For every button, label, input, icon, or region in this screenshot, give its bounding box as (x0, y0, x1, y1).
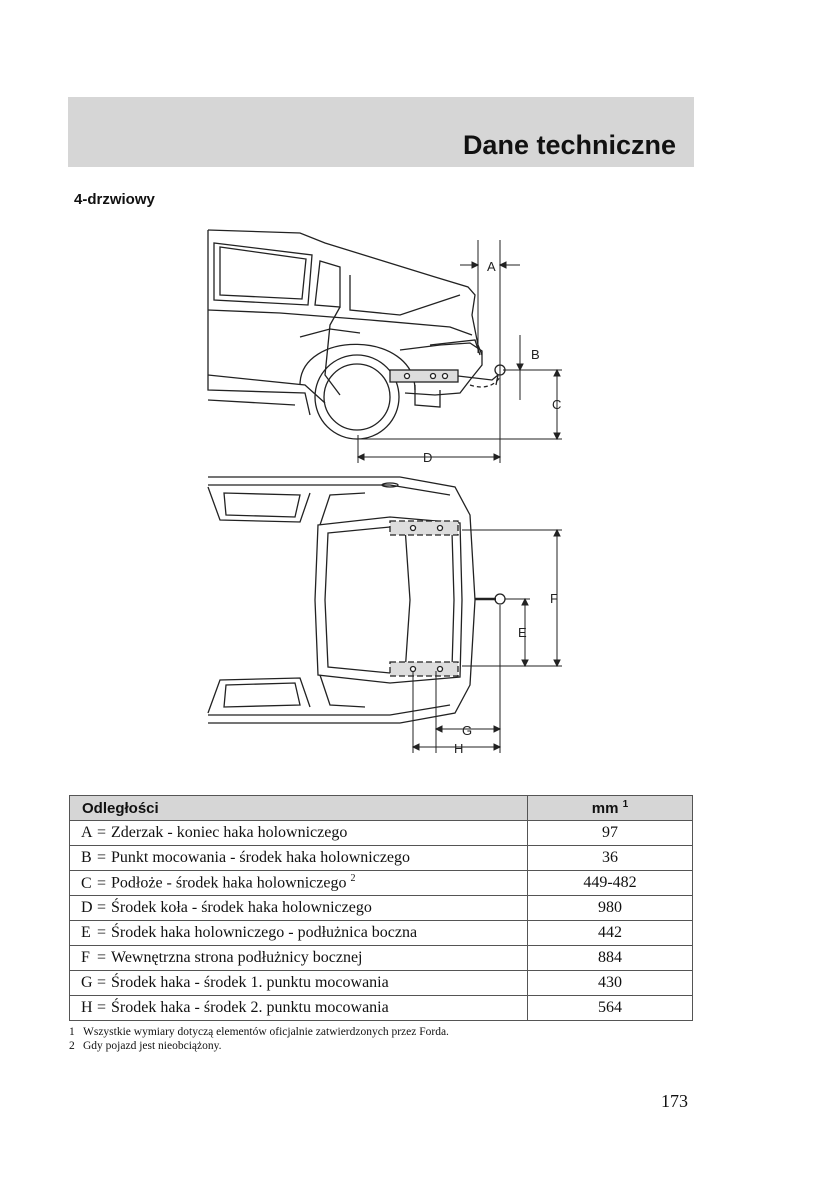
dimensions-side: A B C D (356, 240, 562, 465)
label-A: A (487, 259, 496, 274)
row-label: Punkt mocowania - środek haka holownicze… (111, 849, 411, 866)
label-H: H (454, 741, 463, 756)
page-title: Dane techniczne (462, 130, 676, 160)
label-D: D (423, 450, 432, 465)
tow-hook-diagram: A B C D (207, 229, 562, 756)
column-header-distances: Odległości (69, 795, 528, 821)
row-footnote-ref: 2 (350, 873, 356, 885)
dimensions-top: F E G H (411, 528, 562, 756)
row-value: 564 (527, 995, 693, 1021)
row-value: 980 (527, 895, 693, 921)
table-row: C =Podłoże - środek haka holowniczego 2 4… (69, 870, 693, 896)
label-F: F (550, 591, 558, 606)
row-key: B (81, 849, 92, 866)
tow-bar-side (389, 364, 506, 388)
row-label: Środek haka - środek 2. punktu mocowania (111, 999, 389, 1016)
row-value: 442 (527, 920, 693, 946)
row-eq: = (97, 924, 107, 941)
row-eq: = (97, 849, 107, 866)
table-row: A=Zderzak - koniec haka holowniczego 97 (69, 820, 693, 846)
row-label: Środek haka - środek 1. punktu mocowania (111, 974, 389, 991)
row-label: Środek haka holowniczego - podłużnica bo… (111, 924, 418, 941)
column-header-mm: mm 1 (527, 795, 693, 821)
table-row: E =Środek haka holowniczego - podłużnica … (69, 920, 693, 946)
distance-table: Odległości mm 1 A=Zderzak - koniec haka … (69, 795, 693, 1021)
row-label: Zderzak - koniec haka holowniczego (111, 824, 348, 841)
row-value: 884 (527, 945, 693, 971)
row-label: Środek koła - środek haka holowniczego (111, 899, 372, 916)
table-row: H=Środek haka - środek 2. punktu mocowan… (69, 995, 693, 1021)
row-value: 430 (527, 970, 693, 996)
row-value: 36 (527, 845, 693, 871)
row-key: C (81, 874, 92, 892)
row-eq: = (97, 974, 107, 991)
column-header-mm-sup: 1 (622, 799, 629, 810)
page-number: 173 (661, 1091, 688, 1111)
label-C: C (552, 397, 561, 412)
row-key: A (81, 824, 93, 841)
section-title: 4-drzwiowy (74, 191, 155, 208)
row-eq: = (97, 874, 107, 892)
footnotes: 1 Wszystkie wymiary dotyczą elementów ofi… (69, 1025, 449, 1053)
tow-bar-top (389, 520, 506, 677)
label-E: E (518, 625, 527, 640)
row-eq: = (97, 824, 107, 841)
footnote-text: Gdy pojazd jest nieobciążony. (83, 1040, 222, 1052)
row-key: D (81, 899, 93, 916)
row-label: Wewnętrzna strona podłużnicy bocznej (111, 949, 363, 966)
column-header-mm-text: mm (591, 800, 619, 817)
table-row: D=Środek koła - środek haka holowniczego… (69, 895, 693, 921)
table-row: B =Punkt mocowania - środek haka holownic… (69, 845, 693, 871)
label-B: B (531, 347, 540, 362)
row-key: E (81, 924, 91, 941)
car-top-view (207, 476, 476, 724)
table-row: G=Środek haka - środek 1. punktu mocowan… (69, 970, 693, 996)
row-key: F (81, 949, 90, 966)
label-G: G (462, 723, 472, 738)
table-row: F =Wewnętrzna strona podłużnicy bocznej 8… (69, 945, 693, 971)
table-header-row: Odległości mm 1 (69, 795, 693, 821)
row-key: H (81, 999, 93, 1016)
header-band: Dane techniczne (68, 97, 694, 167)
row-eq: = (97, 999, 107, 1016)
car-side-view (207, 229, 483, 440)
footnote-text: Wszystkie wymiary dotyczą elementów ofic… (83, 1026, 449, 1038)
footnote: 1 Wszystkie wymiary dotyczą elementów ofi… (69, 1025, 449, 1039)
row-key: G (81, 974, 93, 991)
footnote-number: 2 (69, 1040, 75, 1052)
row-value: 449-482 (527, 870, 693, 896)
footnote: 2 Gdy pojazd jest nieobciążony. (69, 1039, 449, 1053)
row-value: 97 (527, 820, 693, 846)
row-eq: = (97, 949, 107, 966)
row-eq: = (97, 899, 107, 916)
footnote-number: 1 (69, 1026, 75, 1038)
row-label: Podłoże - środek haka holowniczego (111, 874, 347, 892)
